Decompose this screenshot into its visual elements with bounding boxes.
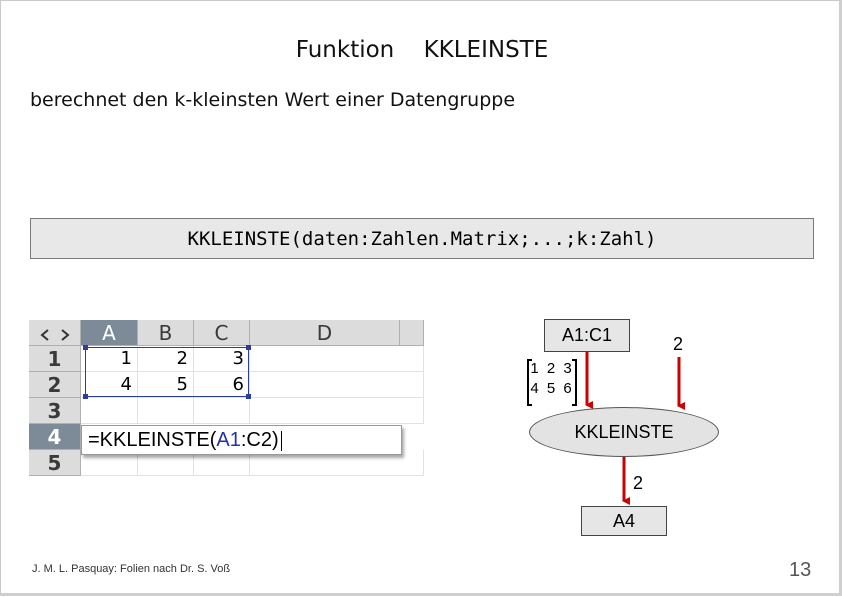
cell-c5 — [194, 450, 250, 476]
range-handle — [246, 394, 251, 399]
row-header-2: 2 — [29, 372, 81, 398]
row-header-4: 4 — [29, 424, 81, 450]
formula-edit-cell: =KKLEINSTE(A1:C2) — [81, 425, 402, 455]
k-input-label: 2 — [673, 334, 684, 354]
spreadsheet-image: A B C D 1 2 3 4 5 1 2 3 4 5 6 =KKLEINSTE… — [29, 320, 424, 476]
footer-credit: J. M. L. Pasquay: Folien nach Dr. S. Voß — [32, 563, 231, 575]
slide-subtitle: berechnet den k-kleinsten Wert einer Dat… — [30, 89, 516, 111]
matrix-row-1: 1 2 3 — [530, 360, 574, 377]
syntax-box: KKLEINSTE(daten:Zahlen.Matrix;...;k:Zahl… — [30, 218, 814, 259]
selected-range — [85, 347, 249, 397]
row-header-1: 1 — [29, 346, 81, 372]
cell-c3 — [194, 398, 250, 424]
cell-b1: 2 — [138, 346, 194, 372]
column-header-c: C — [194, 320, 250, 346]
range-handle — [83, 345, 88, 350]
cell-d1 — [250, 346, 424, 372]
column-header-a: A — [81, 320, 138, 346]
function-node: KKLEINSTE — [529, 407, 719, 457]
cell-b3 — [138, 398, 194, 424]
cell-c1: 3 — [194, 346, 250, 372]
select-all-icon — [39, 328, 70, 341]
range-handle — [83, 394, 88, 399]
cell-a3 — [81, 398, 138, 424]
row-header-3: 3 — [29, 398, 81, 424]
column-header-d: D — [250, 320, 400, 346]
cell-a5 — [81, 450, 138, 476]
matrix-values: 1 2 3 4 5 6 — [527, 359, 577, 405]
cell-c2: 6 — [194, 372, 250, 398]
row-header-5: 5 — [29, 450, 81, 476]
cell-d5 — [250, 450, 424, 476]
column-header-b: B — [138, 320, 194, 346]
cell-d3 — [250, 398, 424, 424]
text-caret — [280, 430, 282, 451]
cell-d2 — [250, 372, 424, 398]
cell-b2: 5 — [138, 372, 194, 398]
page-number: 13 — [789, 559, 812, 581]
range-handle — [246, 345, 251, 350]
formula-ref-a1: A1 — [216, 429, 241, 451]
matrix-row-2: 4 5 6 — [530, 380, 574, 397]
cell-a1: 1 — [81, 346, 138, 372]
formula-rest: :C2) — [240, 429, 279, 451]
result-box: A4 — [581, 506, 667, 536]
range-box: A1:C1 — [544, 319, 630, 352]
formula-prefix: =KKLEINSTE( — [88, 429, 217, 451]
column-header-blank — [400, 320, 424, 346]
slide-title: Funktion KKLEINSTE — [295, 37, 549, 63]
cell-a2: 4 — [81, 372, 138, 398]
output-value-label: 2 — [633, 473, 644, 493]
select-all-corner — [29, 320, 81, 346]
cell-b5 — [138, 450, 194, 476]
